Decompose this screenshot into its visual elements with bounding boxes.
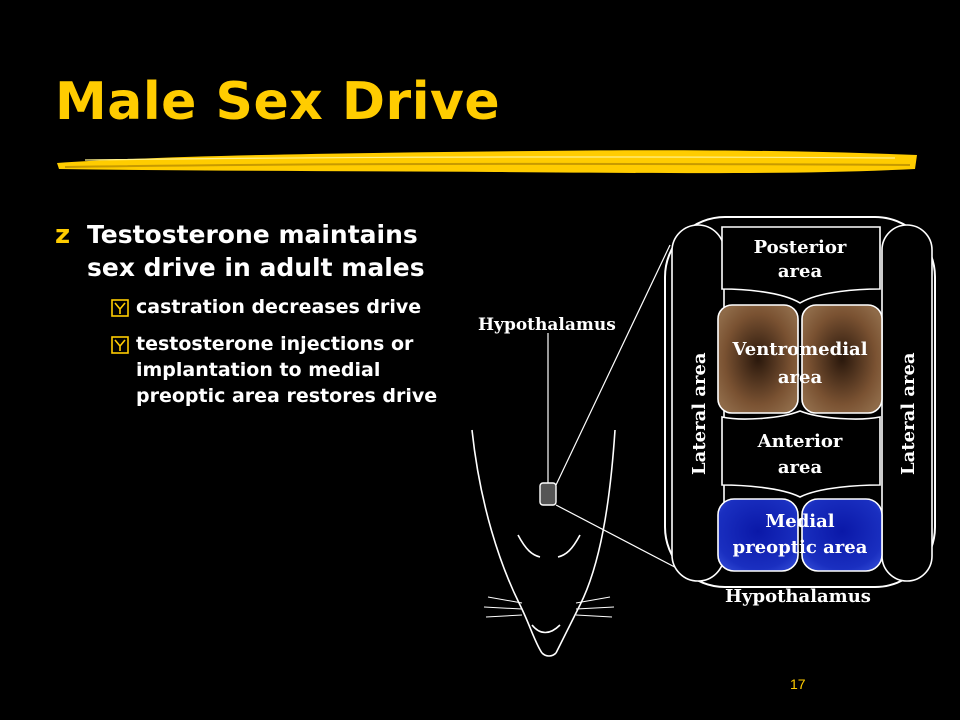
hypothalamus-diagram: Hypothalamus Posterior area Ventromedial [471,216,936,657]
medial-preoptic-area-left-lobe [717,498,799,572]
bullet-list: z Testosterone maintains sex drive in ad… [55,218,455,409]
checkbox-bullet-icon [111,294,136,321]
z-bullet-icon: z [55,220,71,250]
bullet-1: z Testosterone maintains sex drive in ad… [55,218,455,284]
sub-bullet-1: castration decreases drive [111,294,455,321]
ventromedial-area-left-lobe [717,304,799,414]
ventromedial-area-right-lobe [801,304,883,414]
anterior-label-1: Anterior [757,431,843,452]
rat-head-drawing [471,429,616,657]
anterior-area [721,410,881,498]
medial-preoptic-label-2: preoptic area [733,537,868,558]
hypothalamus-figure: Hypothalamus Posterior area Ventromedial [460,205,940,665]
sub-bullet-2: testosterone injections or implantation … [111,331,455,409]
medial-preoptic-area-right-lobe [801,498,883,572]
posterior-label-1: Posterior [754,237,847,258]
slide-title: Male Sex Drive [55,72,501,132]
lateral-area-left-label: Lateral area [689,352,710,475]
lateral-area-right-label: Lateral area [898,352,919,475]
sub-bullet-1-text: castration decreases drive [136,296,422,318]
hypothalamus-marker [539,482,557,506]
posterior-label-2: area [778,261,823,282]
title-underline [57,150,917,174]
ventromedial-label-2: area [778,367,823,388]
zoom-line-bottom [555,504,691,576]
anterior-label-2: area [778,457,823,478]
medial-preoptic-label-1: Medial [765,511,834,532]
zoom-line-top [555,244,671,486]
figure-caption: Hypothalamus [725,586,871,607]
pointer-label: Hypothalamus [478,315,616,335]
checkbox-bullet-icon [111,331,136,358]
page-number: 17 [790,676,806,692]
posterior-area [721,226,881,304]
sub-bullet-2-text: testosterone injections or implantation … [136,333,438,407]
ventromedial-label-1: Ventromedial [731,339,867,360]
whiskers [483,596,615,618]
bullet-1-text: Testosterone maintains sex drive in adul… [87,220,425,282]
